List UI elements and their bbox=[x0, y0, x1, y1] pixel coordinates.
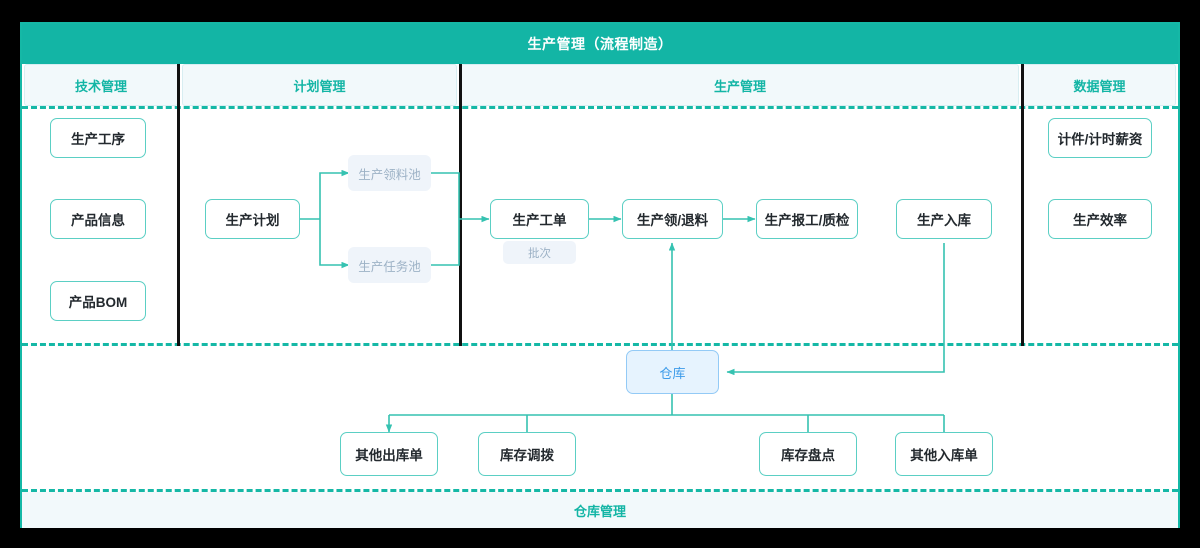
column-header-plan: 计划管理 bbox=[182, 64, 457, 106]
lane-divider-3 bbox=[1021, 64, 1024, 346]
diagram-frame: 生产管理（流程制造） 技术管理 计划管理 生产管理 数据管理 bbox=[20, 22, 1180, 528]
warehouse-footer-label: 仓库管理 bbox=[573, 503, 626, 519]
node-label: 其他入库单 bbox=[910, 448, 978, 463]
node-label: 库存盘点 bbox=[781, 448, 835, 463]
node-label: 生产入库 bbox=[917, 213, 971, 228]
column-header-tech: 技术管理 bbox=[24, 64, 178, 106]
node-issue-return[interactable]: 生产领/退料 bbox=[622, 199, 723, 239]
node-label: 生产任务池 bbox=[358, 259, 421, 274]
warehouse-footer: 仓库管理 bbox=[22, 492, 1178, 528]
column-header-strip: 技术管理 计划管理 生产管理 数据管理 bbox=[22, 64, 1178, 106]
node-label: 生产工单 bbox=[512, 213, 567, 228]
node-inventory-transfer[interactable]: 库存调拨 bbox=[478, 432, 576, 476]
node-product-bom[interactable]: 产品BOM bbox=[50, 281, 146, 321]
column-header-label: 计划管理 bbox=[293, 78, 346, 94]
swimlane-body bbox=[22, 106, 1178, 346]
node-piece-wage[interactable]: 计件/计时薪资 bbox=[1048, 118, 1152, 158]
node-label: 产品BOM bbox=[68, 295, 128, 310]
node-label: 批次 bbox=[528, 247, 551, 260]
node-label: 生产效率 bbox=[1073, 213, 1127, 228]
node-label: 生产工序 bbox=[71, 132, 125, 147]
node-production-plan[interactable]: 生产计划 bbox=[205, 199, 300, 239]
page-title: 生产管理（流程制造） bbox=[527, 36, 673, 52]
node-label: 其他出库单 bbox=[355, 448, 423, 463]
node-material-pool[interactable]: 生产领料池 bbox=[348, 155, 431, 191]
lane-divider-2 bbox=[459, 64, 462, 346]
column-header-label: 生产管理 bbox=[713, 78, 766, 94]
node-warehouse[interactable]: 仓库 bbox=[626, 350, 719, 394]
column-header-label: 数据管理 bbox=[1073, 78, 1126, 94]
column-header-data: 数据管理 bbox=[1023, 64, 1176, 106]
lane-divider-1 bbox=[177, 64, 180, 346]
node-label: 计件/计时薪资 bbox=[1057, 132, 1143, 147]
node-stock-in[interactable]: 生产入库 bbox=[896, 199, 992, 239]
swimlane-dashed-band bbox=[22, 106, 1178, 346]
node-other-outbound[interactable]: 其他出库单 bbox=[340, 432, 438, 476]
node-work-order[interactable]: 生产工单 bbox=[490, 199, 589, 239]
diagram-title-bar: 生产管理（流程制造） bbox=[22, 24, 1178, 64]
column-header-production: 生产管理 bbox=[461, 64, 1019, 106]
node-task-pool[interactable]: 生产任务池 bbox=[348, 247, 431, 283]
node-label: 生产计划 bbox=[225, 213, 280, 228]
column-header-label: 技术管理 bbox=[74, 78, 127, 94]
node-label: 库存调拨 bbox=[500, 448, 554, 463]
node-report-qc[interactable]: 生产报工/质检 bbox=[756, 199, 858, 239]
node-label: 仓库 bbox=[659, 365, 686, 381]
node-efficiency[interactable]: 生产效率 bbox=[1048, 199, 1152, 239]
node-label: 产品信息 bbox=[71, 213, 125, 228]
node-process[interactable]: 生产工序 bbox=[50, 118, 146, 158]
node-label: 生产领/退料 bbox=[636, 213, 709, 228]
node-batch[interactable]: 批次 bbox=[503, 241, 576, 264]
node-stocktake[interactable]: 库存盘点 bbox=[759, 432, 857, 476]
node-label: 生产报工/质检 bbox=[764, 213, 850, 228]
node-other-inbound[interactable]: 其他入库单 bbox=[895, 432, 993, 476]
node-product-info[interactable]: 产品信息 bbox=[50, 199, 146, 239]
node-label: 生产领料池 bbox=[358, 167, 421, 182]
warehouse-band bbox=[22, 348, 1178, 492]
